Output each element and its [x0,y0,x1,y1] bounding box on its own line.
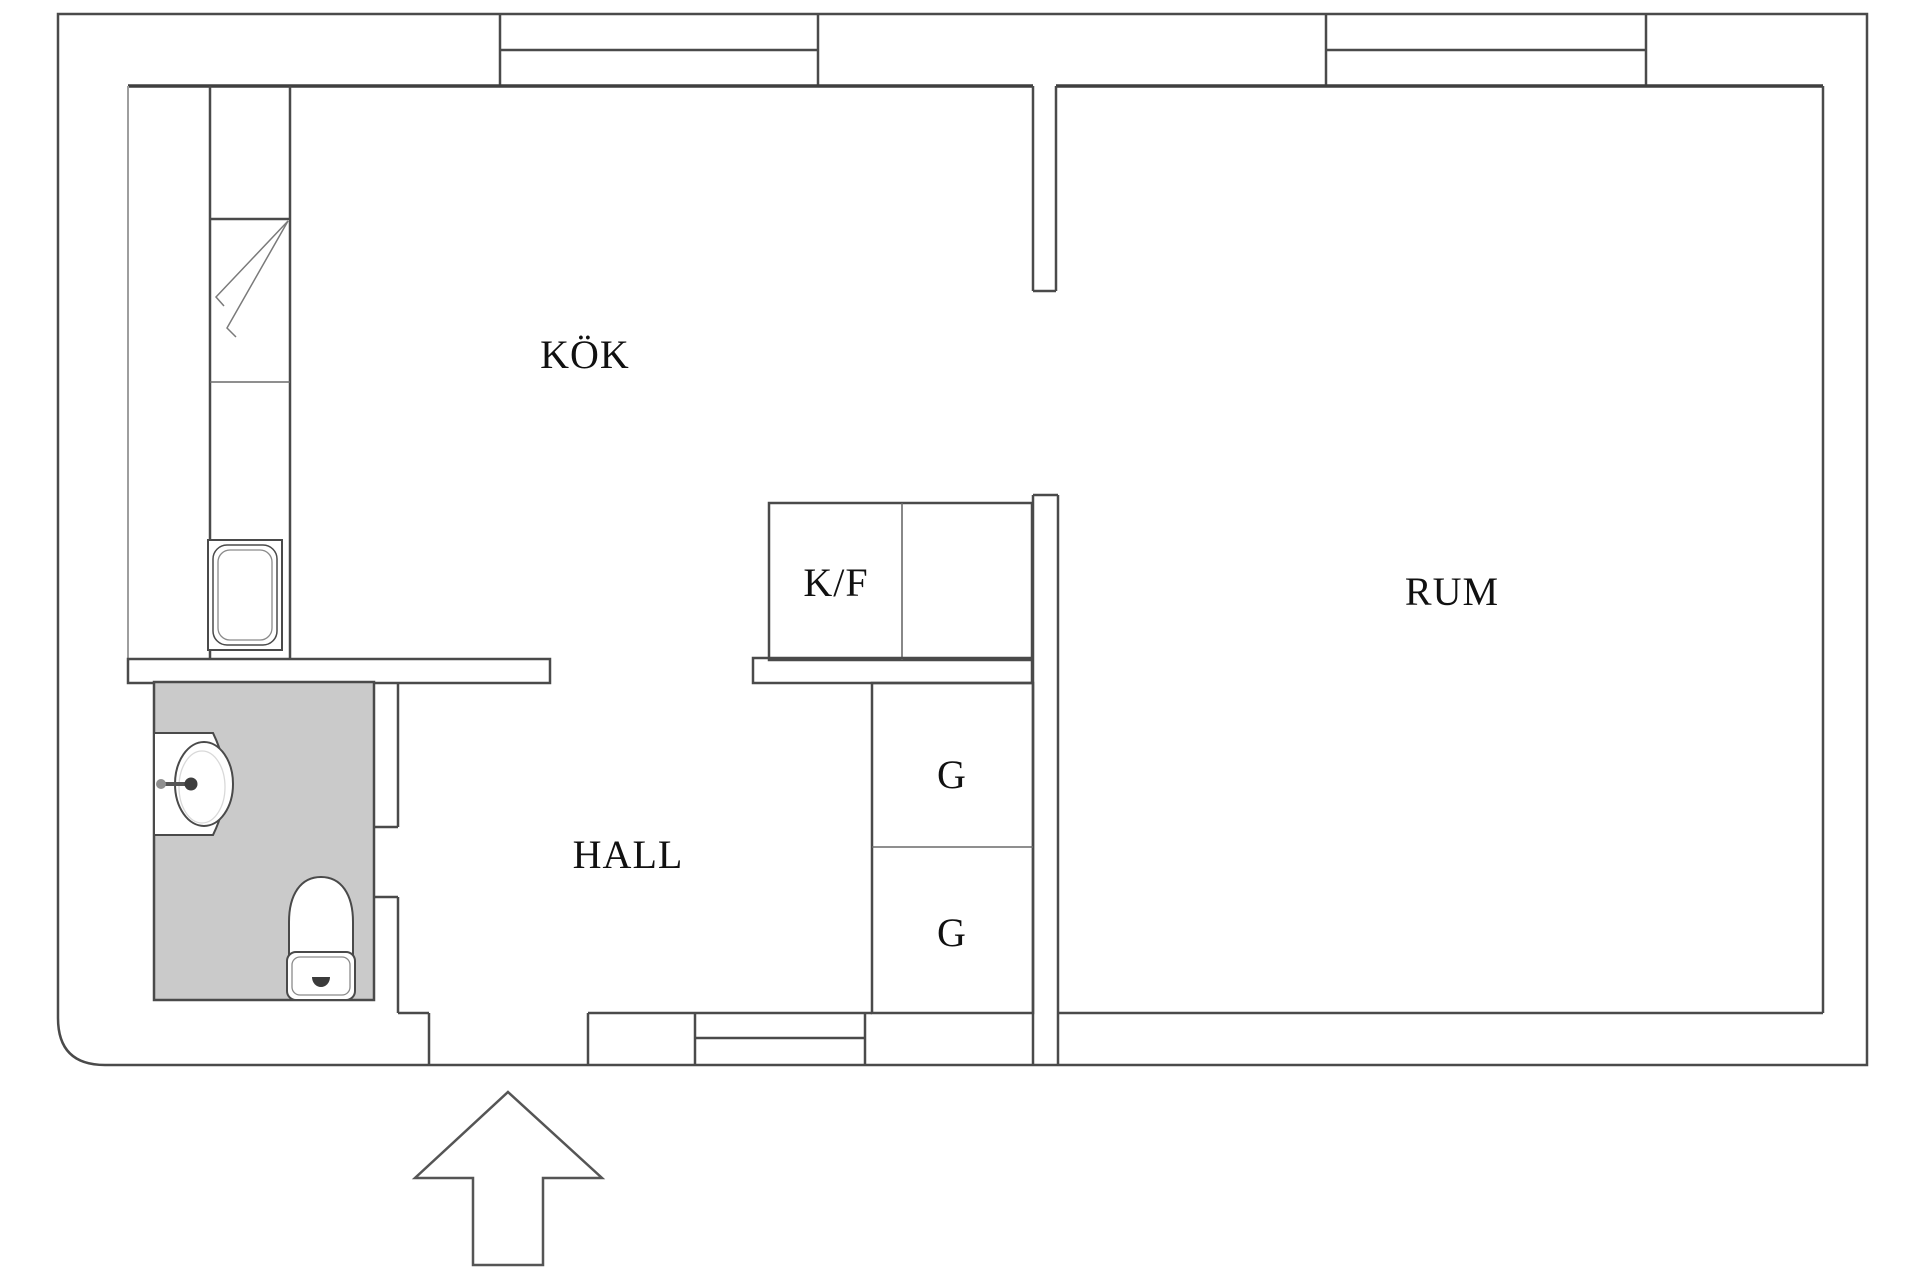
wardrobe-bottom-label: G [937,910,967,955]
wardrobe-unit [870,681,1035,1015]
outer-wall-boundary [56,12,1869,1067]
hall-room-divider-wall [1031,493,1060,1065]
wall-under-kf [751,656,1034,685]
toilet-icon [286,875,356,1001]
tall-cabinet-marker-icon [214,220,289,338]
fridge-freezer-label: K/F [803,560,868,605]
room-label: RUM [1405,569,1499,614]
wardrobe-top-label: G [937,752,967,797]
window-north-left-icon [498,14,820,86]
kitchen-room-divider-wall [1031,86,1058,293]
flush-button-icon [312,977,330,987]
entry-arrow-icon [411,1090,606,1267]
kitchen-south-wall [126,657,552,685]
faucet-icon [156,777,198,791]
window-north-right-icon [1324,14,1648,86]
kitchen-sink-icon [207,539,283,651]
entrance-wall-and-sill [586,1011,872,1065]
bathroom-hall-wall [374,682,431,1065]
fridge-freezer-cabinet [767,501,1034,662]
hall-label: HALL [573,832,684,877]
kitchen-label: KÖK [540,332,630,377]
